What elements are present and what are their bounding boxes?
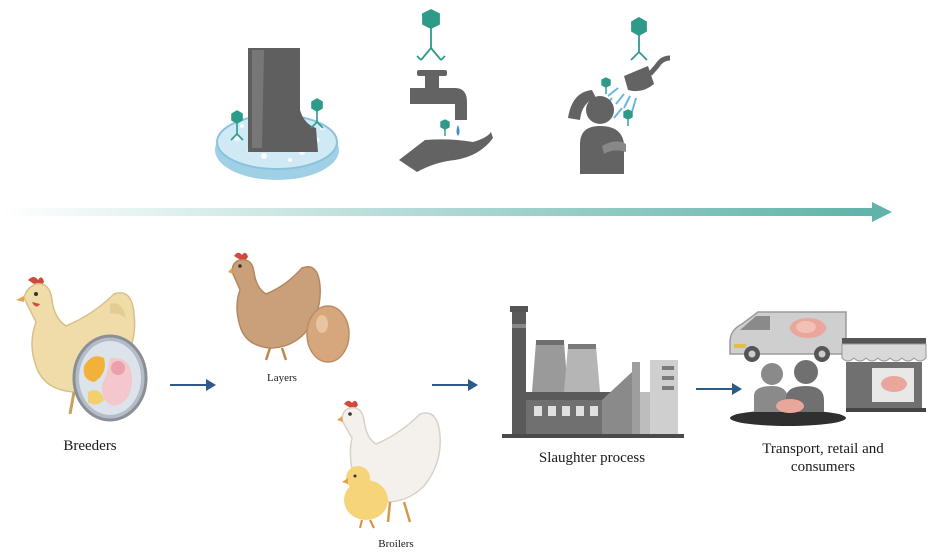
flow-arrow-to-slaughter	[432, 379, 478, 391]
stage-label-slaughter: Slaughter process	[538, 450, 646, 466]
timeline-bar	[0, 208, 872, 216]
stage-label-breeders: Breeders	[63, 438, 117, 454]
flow-arrow-breeders-to-layers	[170, 379, 216, 391]
factory-icon	[502, 306, 684, 438]
boot-in-petri-dish-with-phages-icon	[215, 48, 339, 180]
timeline-arrowhead	[872, 202, 892, 222]
broiler-hen-with-chick-icon	[337, 400, 441, 529]
person-shower-with-phages-icon	[568, 16, 671, 174]
flow-arrow-to-retail	[696, 383, 742, 395]
timeline-arrow	[0, 202, 892, 222]
stage-label-broilers: Broilers	[378, 538, 414, 550]
stage-label-layers: Layers	[267, 372, 297, 384]
hand-washing-with-phage-tap-icon	[399, 8, 493, 172]
breeder-hen-with-embryo-egg-icon	[16, 277, 148, 422]
stage-label-retail-line2: consumers	[790, 459, 856, 475]
stage-label-retail-line1: Transport, retail and	[762, 441, 884, 457]
layer-hen-with-egg-icon	[228, 252, 350, 363]
van-store-consumers-icon	[729, 311, 927, 426]
stage-label-retail: Transport, retail and consumers	[748, 440, 898, 476]
